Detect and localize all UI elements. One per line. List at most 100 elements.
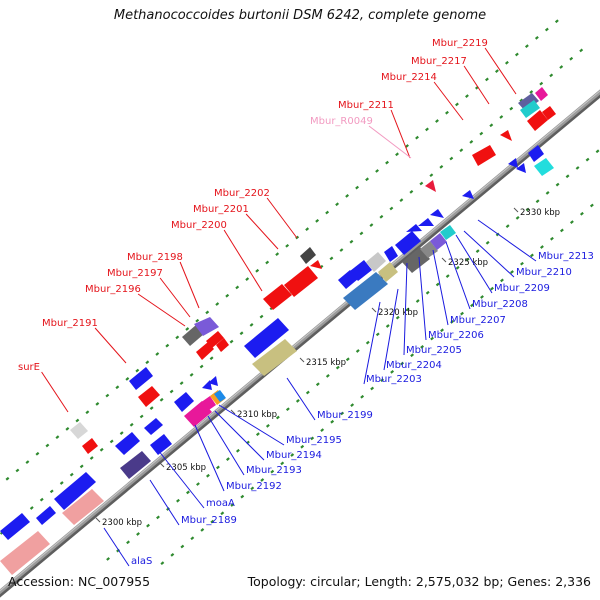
track-dot [360,394,365,399]
gene-forward[interactable] [182,325,204,346]
gene-forward[interactable] [244,318,289,358]
leader-line [363,301,381,385]
gene-forward[interactable] [70,422,88,439]
gene-label-forward[interactable]: Mbur_2196 [85,284,141,295]
track-dot [415,135,419,140]
scale-tick-mark [159,462,165,468]
gene-label-reverse[interactable]: Mbur_2210 [516,267,572,278]
leader-line [94,327,127,364]
gene-forward[interactable] [54,472,96,510]
gene-forward[interactable] [263,284,292,310]
gene-label-forward[interactable]: Mbur_2200 [171,220,227,231]
gene-forward[interactable] [196,342,214,360]
track-dot [175,335,180,340]
track-dot [430,336,434,341]
gene-label-reverse[interactable]: Mbur_2203 [366,374,422,385]
track-dot [575,166,580,170]
leader-line [194,424,225,492]
gene-forward[interactable] [300,247,316,264]
gene-label-reverse[interactable]: Mbur_2194 [266,450,322,461]
gene-forward[interactable] [36,506,56,525]
gene-label-forward[interactable]: Mbur_2202 [214,188,270,199]
gene-forward[interactable] [144,418,163,435]
gene-reverse[interactable] [462,190,474,199]
gene-forward[interactable] [138,386,160,407]
gene-label-forward[interactable]: Mbur_2197 [107,268,163,279]
gene-forward[interactable] [0,513,30,540]
gene-label-reverse[interactable]: Mbur_2205 [406,345,462,356]
track-dot [589,203,594,208]
gene-label-reverse[interactable]: Mbur_2208 [472,299,528,310]
gene-reverse[interactable] [343,272,388,310]
track-dot [405,144,409,148]
gene-reverse[interactable] [406,224,422,232]
gene-reverse[interactable] [516,163,526,173]
leader-line [149,479,180,526]
gene-forward[interactable] [206,331,224,348]
gene-forward[interactable] [542,106,556,120]
gene-forward[interactable] [527,110,548,131]
gene-forward[interactable] [284,266,318,297]
gene-label-reverse[interactable]: Mbur_2192 [226,481,282,492]
gene-reverse[interactable] [430,209,444,218]
leader-line [463,65,490,105]
gene-label-reverse[interactable]: Mbur_2193 [246,465,302,476]
gene-rna[interactable] [425,180,436,192]
track-dot [105,393,110,398]
gene-label-reverse[interactable]: Mbur_2195 [286,435,342,446]
gene-reverse[interactable] [150,434,172,455]
gene-forward[interactable] [115,432,140,455]
gene-reverse[interactable] [62,489,104,525]
gene-reverse[interactable] [366,252,386,272]
track-dot [595,149,600,154]
gene-label-forward[interactable]: Mbur_2219 [432,38,488,49]
gene-label-reverse[interactable]: Mbur_2207 [450,315,506,326]
gene-forward[interactable] [472,145,496,166]
gene-label-reverse[interactable]: moaA [206,498,235,509]
gene-reverse[interactable] [534,158,554,176]
gene-reverse[interactable] [528,145,544,162]
gene-reverse[interactable] [350,260,372,281]
gene-reverse[interactable] [430,233,447,250]
gene-label-forward[interactable]: Mbur_2214 [381,72,437,83]
gene-reverse[interactable] [402,247,430,273]
gene-reverse[interactable] [384,246,398,262]
gene-reverse[interactable] [440,225,456,240]
gene-label-forward[interactable]: Mbur_2211 [338,100,394,111]
track-dot [119,431,124,435]
gene-forward[interactable] [518,93,539,111]
gene-reverse[interactable] [208,376,218,386]
gene-label-forward[interactable]: Mbur_2191 [42,318,98,329]
gene-reverse[interactable] [395,231,421,255]
gene-label-forward[interactable]: Mbur_2201 [193,204,249,215]
gene-reverse[interactable] [214,390,226,402]
gene-label-forward[interactable]: Mbur_2217 [411,56,467,67]
gene-label-reverse[interactable]: Mbur_2213 [538,251,594,262]
gene-forward[interactable] [500,130,512,141]
gene-label-reverse[interactable]: alaS [131,556,152,567]
gene-reverse[interactable] [508,158,518,168]
gene-label-forward[interactable]: surE [18,362,40,373]
gene-label-reverse[interactable]: Mbur_2209 [494,283,550,294]
gene-label-reverse[interactable]: Mbur_2189 [181,515,237,526]
gene-forward[interactable] [520,100,540,118]
gene-forward[interactable] [310,260,322,269]
gene-reverse[interactable] [418,218,434,226]
track-dot [405,307,410,312]
gene-forward[interactable] [216,338,229,352]
gene-reverse[interactable] [200,396,216,412]
gene-reverse[interactable] [0,531,50,575]
gene-forward[interactable] [129,367,153,390]
gene-label-rna[interactable]: Mbur_R0049 [310,116,373,127]
gene-label-reverse[interactable]: Mbur_2204 [386,360,442,371]
gene-label-forward[interactable]: Mbur_2198 [127,252,183,263]
gene-label-reverse[interactable]: Mbur_2206 [428,330,484,341]
gene-forward[interactable] [535,87,548,101]
gene-reverse[interactable] [378,262,398,282]
gene-forward[interactable] [194,317,219,336]
gene-reverse[interactable] [252,339,297,376]
gene-label-reverse[interactable]: Mbur_2199 [317,410,373,421]
gene-reverse[interactable] [120,451,151,479]
gene-reverse[interactable] [174,392,194,412]
gene-forward[interactable] [82,438,98,454]
